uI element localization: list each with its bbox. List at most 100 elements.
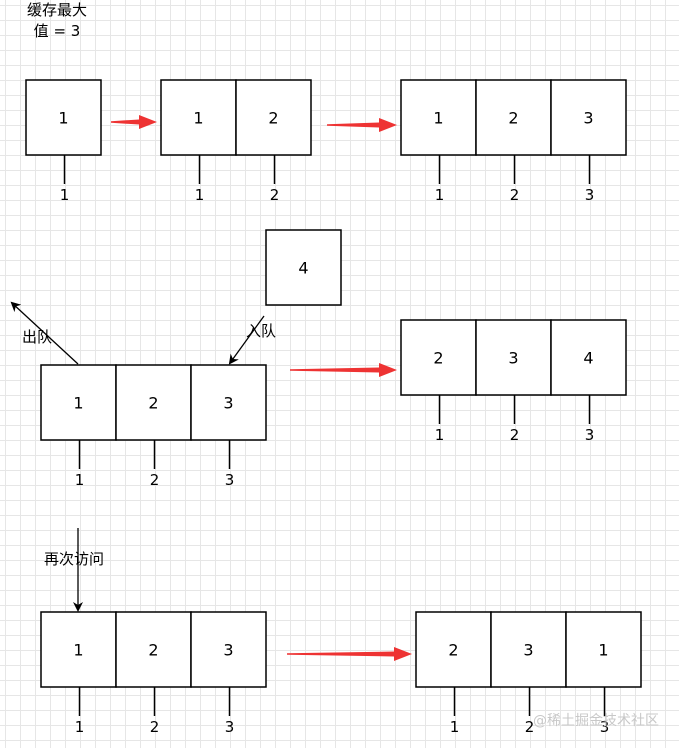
dequeue-arrow bbox=[10, 301, 79, 365]
r2a-pointer-index: 2 bbox=[150, 471, 160, 489]
r1c-pointer-index: 3 bbox=[585, 186, 595, 204]
r3b-pointer-1: 1 bbox=[450, 687, 460, 736]
r2a-slot-3: 3 bbox=[190, 364, 267, 441]
r3a-slot-2: 2 bbox=[115, 611, 192, 688]
r3a-pointer-index: 2 bbox=[150, 718, 160, 736]
transition-arrow-1 bbox=[111, 115, 157, 129]
r3a-slot-value: 2 bbox=[148, 641, 158, 660]
enqueue-arrow bbox=[228, 315, 265, 365]
transition-arrow-3 bbox=[290, 363, 397, 377]
r2a-pointer-2: 2 bbox=[150, 440, 160, 489]
r2b-pointer-2: 2 bbox=[510, 395, 520, 444]
r2b-pointer-index: 3 bbox=[585, 426, 595, 444]
r1c-pointer-index: 1 bbox=[435, 186, 445, 204]
dequeue-label: 出队 bbox=[22, 328, 52, 346]
r1b-pointer-2: 2 bbox=[270, 155, 280, 204]
r3b-slot-value: 2 bbox=[448, 641, 458, 660]
r3a-slot-value: 3 bbox=[223, 641, 233, 660]
r1c-slot-value: 1 bbox=[433, 109, 443, 128]
r3b-slot-value: 1 bbox=[598, 641, 608, 660]
r3a-slot-3: 3 bbox=[190, 611, 267, 688]
r3b-slot-value: 3 bbox=[523, 641, 533, 660]
r3b-slot-2: 3 bbox=[490, 611, 567, 688]
r2a-slot-1: 1 bbox=[40, 364, 117, 441]
r2b-slot-2: 3 bbox=[475, 319, 552, 396]
r2a-slot-2: 2 bbox=[115, 364, 192, 441]
r1a-pointer-index: 1 bbox=[60, 186, 70, 204]
r1c-slot-value: 2 bbox=[508, 109, 518, 128]
r1b-pointer-index: 2 bbox=[270, 186, 280, 204]
r1c-slot-3: 3 bbox=[550, 79, 627, 156]
r3b-pointer-2: 2 bbox=[525, 687, 535, 736]
r3b-pointer-index: 3 bbox=[600, 718, 610, 736]
r1b-pointer-1: 1 bbox=[195, 155, 205, 204]
r1c-slot-value: 3 bbox=[583, 109, 593, 128]
r2b-slot-3: 4 bbox=[550, 319, 627, 396]
r1c-slot-box bbox=[550, 79, 627, 156]
r2a-slot-box bbox=[115, 364, 192, 441]
r3a-slot-value: 1 bbox=[73, 641, 83, 660]
transition-arrow-2 bbox=[327, 118, 397, 132]
r2b-slot-box bbox=[475, 319, 552, 396]
r1b-slot-value: 1 bbox=[193, 109, 203, 128]
r3b-pointer-index: 2 bbox=[525, 718, 535, 736]
newItem-slot-1: 4 bbox=[265, 229, 342, 306]
r3a-pointer-2: 2 bbox=[150, 687, 160, 736]
newItem-slot-box bbox=[265, 229, 342, 306]
r3a-slot-box bbox=[190, 611, 267, 688]
r1a-slot-1: 1 bbox=[25, 79, 102, 156]
r1b-slot-1: 1 bbox=[160, 79, 237, 156]
r3b-slot-3: 1 bbox=[565, 611, 642, 688]
transition-arrow-4 bbox=[287, 647, 412, 661]
r2a-slot-box bbox=[190, 364, 267, 441]
r1c-pointer-2: 2 bbox=[510, 155, 520, 204]
r1c-slot-box bbox=[475, 79, 552, 156]
r2a-slot-value: 2 bbox=[148, 394, 158, 413]
r2a-slot-value: 3 bbox=[223, 394, 233, 413]
r3b-slot-box bbox=[490, 611, 567, 688]
r3a-slot-1: 1 bbox=[40, 611, 117, 688]
r2a-pointer-1: 1 bbox=[75, 440, 85, 489]
r3b-pointer-3: 3 bbox=[600, 687, 610, 736]
r3a-pointer-index: 3 bbox=[225, 718, 235, 736]
r2b-slot-value: 2 bbox=[433, 349, 443, 368]
newItem-slot-value: 4 bbox=[298, 259, 308, 278]
r2b-pointer-3: 3 bbox=[585, 395, 595, 444]
r1c-slot-1: 1 bbox=[400, 79, 477, 156]
r3a-pointer-1: 1 bbox=[75, 687, 85, 736]
r1b-slot-value: 2 bbox=[268, 109, 278, 128]
r2a-pointer-3: 3 bbox=[225, 440, 235, 489]
r1a-pointer-1: 1 bbox=[60, 155, 70, 204]
enqueue-label: 入队 bbox=[246, 322, 276, 340]
r3b-slot-box bbox=[415, 611, 492, 688]
r3b-slot-box bbox=[565, 611, 642, 688]
r2b-slot-box bbox=[550, 319, 627, 396]
r2b-slot-value: 3 bbox=[508, 349, 518, 368]
r1c-slot-2: 2 bbox=[475, 79, 552, 156]
r1b-slot-box bbox=[160, 79, 237, 156]
r2a-pointer-index: 3 bbox=[225, 471, 235, 489]
r3a-pointer-3: 3 bbox=[225, 687, 235, 736]
r1c-pointer-3: 3 bbox=[585, 155, 595, 204]
r2a-slot-value: 1 bbox=[73, 394, 83, 413]
r2b-pointer-index: 2 bbox=[510, 426, 520, 444]
revisit-label: 再次访问 bbox=[44, 550, 104, 568]
r1a-slot-box bbox=[25, 79, 102, 156]
r1c-pointer-1: 1 bbox=[435, 155, 445, 204]
r2b-pointer-1: 1 bbox=[435, 395, 445, 444]
r3a-pointer-index: 1 bbox=[75, 718, 85, 736]
r1c-pointer-index: 2 bbox=[510, 186, 520, 204]
r2a-slot-box bbox=[40, 364, 117, 441]
r2b-pointer-index: 1 bbox=[435, 426, 445, 444]
r2b-slot-1: 2 bbox=[400, 319, 477, 396]
r1a-slot-value: 1 bbox=[58, 109, 68, 128]
r3a-slot-box bbox=[40, 611, 117, 688]
r1b-pointer-index: 1 bbox=[195, 186, 205, 204]
r2b-slot-value: 4 bbox=[583, 349, 593, 368]
r1b-slot-2: 2 bbox=[235, 79, 312, 156]
r3b-slot-1: 2 bbox=[415, 611, 492, 688]
r1b-slot-box bbox=[235, 79, 312, 156]
r3b-pointer-index: 1 bbox=[450, 718, 460, 736]
r2a-pointer-index: 1 bbox=[75, 471, 85, 489]
